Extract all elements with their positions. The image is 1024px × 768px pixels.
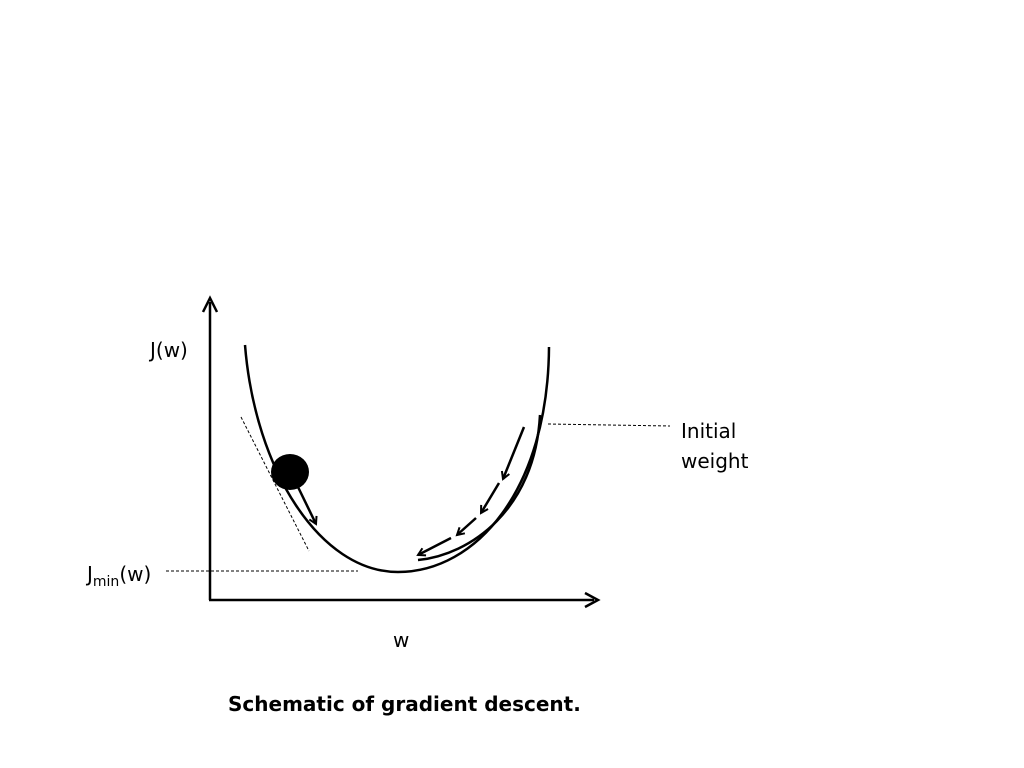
y-axis-arrowhead <box>201 295 219 313</box>
ball <box>271 454 309 490</box>
minimum-label-suffix: (w) <box>119 562 152 586</box>
initial-weight-line2: weight <box>681 449 749 473</box>
y-axis-label: J(w) <box>150 338 188 362</box>
step-arrow <box>457 517 477 535</box>
minimum-label-subscript: min <box>92 574 120 590</box>
initial-weight-leader <box>547 423 671 427</box>
step-arrow <box>479 482 501 513</box>
cost-curve-inner <box>417 414 542 562</box>
x-axis-label: w <box>393 628 410 652</box>
step-arrow <box>418 536 452 555</box>
cost-curve-outer <box>243 344 551 574</box>
tangent-line <box>240 416 310 552</box>
axes <box>201 295 601 609</box>
initial-weight-label: Initial weight <box>681 416 748 476</box>
descent-step-arrows <box>418 426 526 555</box>
ball-direction-arrow <box>296 486 316 524</box>
caption: Schematic of gradient descent. <box>228 692 581 716</box>
x-axis-arrowhead <box>584 591 601 609</box>
step-arrow <box>503 426 526 479</box>
initial-weight-line1: Initial <box>681 419 737 443</box>
minimum-label-base: J <box>87 562 93 586</box>
minimum-label: Jmin(w) <box>87 562 151 594</box>
